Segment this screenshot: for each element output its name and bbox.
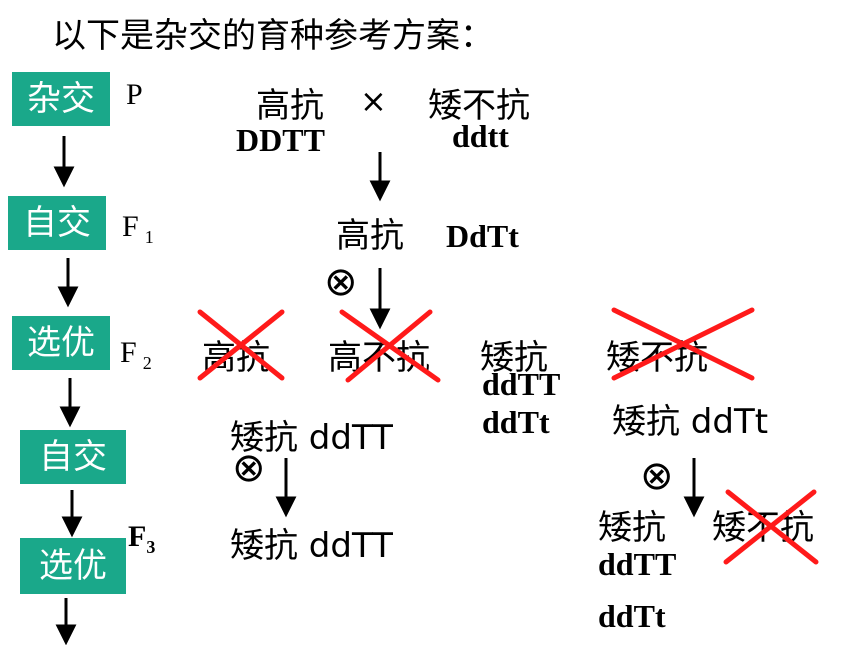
selected-aikang-ddTT: 矮抗 ddTT xyxy=(230,418,393,458)
cross-symbol: × xyxy=(360,82,387,120)
selfing-icon-f1: ⊗ xyxy=(324,259,358,305)
parent2-genotype: ddtt xyxy=(452,118,509,154)
step-box-cross: 杂交 xyxy=(12,72,110,126)
left-column-arrows xyxy=(53,136,83,645)
crossout-f3-aibukang-b xyxy=(723,489,817,565)
selected-aikang-ddTt: 矮抗 ddTt xyxy=(612,402,769,442)
center-arrows xyxy=(275,152,705,518)
f1-phenotype: 高抗 xyxy=(336,216,404,256)
f2-aikang-genotype-ddTt: ddTt xyxy=(482,404,550,440)
selfing-icon-f2-left: ⊗ xyxy=(232,445,266,491)
f3-left-aikang-ddTT: 矮抗 ddTT xyxy=(230,526,393,566)
f2-aikang-genotype-ddTT: ddTT xyxy=(482,366,561,402)
f3-right-genotype-ddTt: ddTt xyxy=(598,598,666,634)
crossout-icons xyxy=(197,307,819,565)
generation-label-f3: F3 xyxy=(128,520,156,557)
f2-phenotype-gaobukang: 高不抗 xyxy=(328,338,430,378)
step-box-select-2: 选优 xyxy=(20,538,126,594)
parent1-phenotype: 高抗 xyxy=(256,86,324,126)
f2-phenotype-aikang: 矮抗 xyxy=(480,338,548,378)
parent1-genotype: DDTT xyxy=(236,122,325,158)
step-box-self-1: 自交 xyxy=(8,196,106,250)
page-title: 以下是杂交的育种参考方案： xyxy=(52,16,494,56)
selfing-icon-f2-right: ⊗ xyxy=(640,453,674,499)
parent2-phenotype: 矮不抗 xyxy=(428,86,530,126)
f1-genotype: DdTt xyxy=(446,218,519,254)
f3-right-genotype-ddTT: ddTT xyxy=(598,546,677,582)
generation-label-p: P xyxy=(126,78,143,111)
arrowhead-icon xyxy=(53,166,75,188)
f3-right-aibukang: 矮不抗 xyxy=(712,508,814,548)
f3-right-aikang: 矮抗 xyxy=(598,508,666,548)
crossout-aibukang-b xyxy=(611,307,755,381)
step-box-self-2: 自交 xyxy=(20,430,126,484)
crossout-gaobukang-b xyxy=(345,309,433,383)
step-box-select-1: 选优 xyxy=(12,316,110,370)
crossout-gaokang-b xyxy=(197,309,285,381)
